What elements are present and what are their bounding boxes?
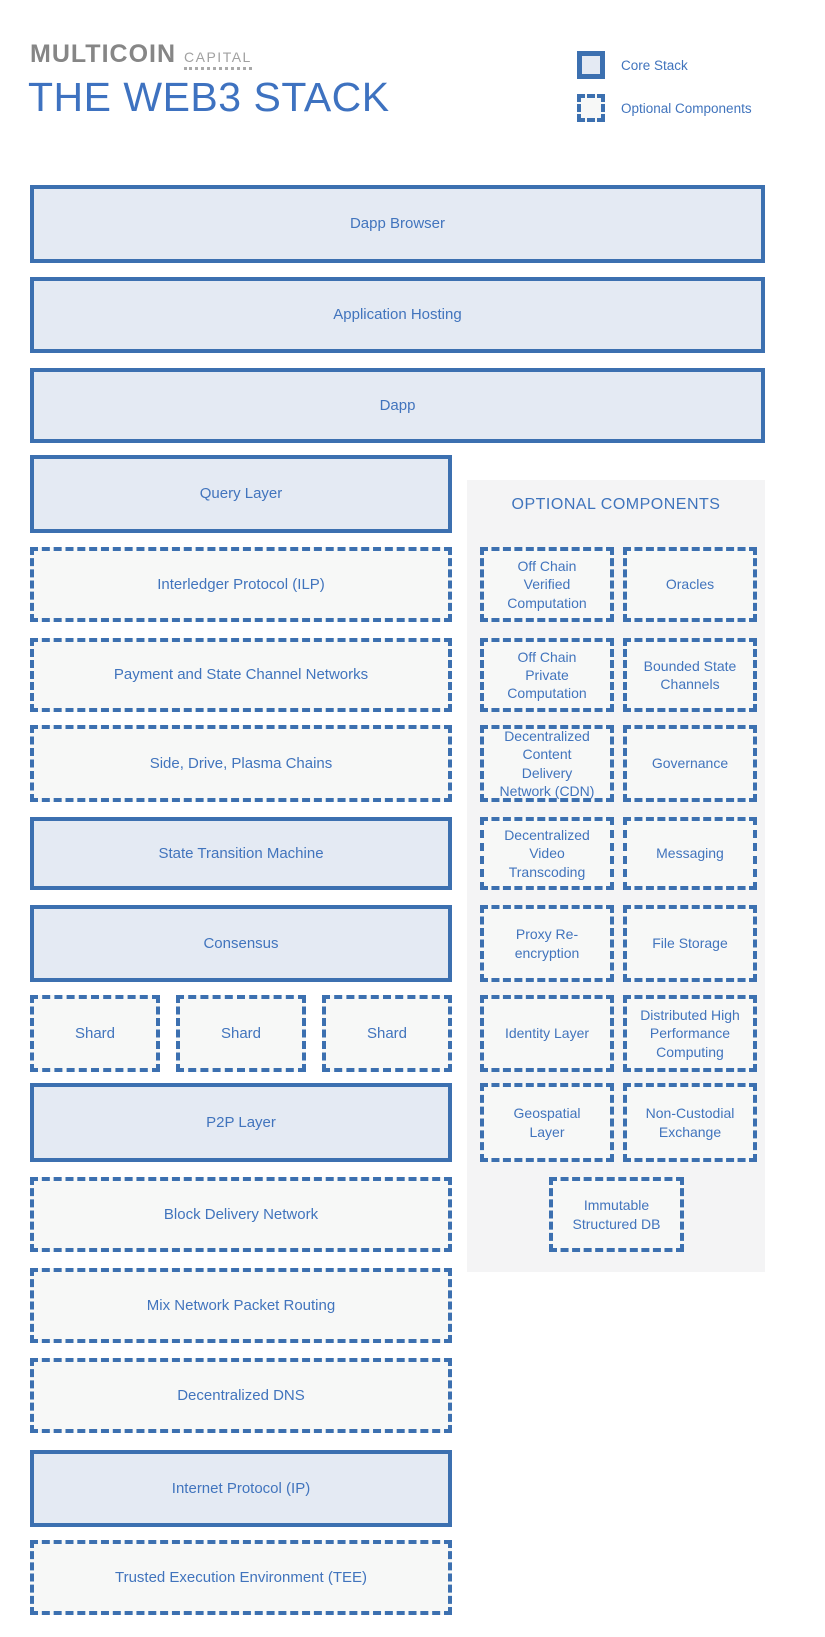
stack-box-interledger-protocol-ilp: Interledger Protocol (ILP) — [30, 547, 452, 622]
stack-box-query-layer: Query Layer — [30, 455, 452, 533]
stack-box-internet-protocol-ip: Internet Protocol (IP) — [30, 1450, 452, 1527]
stack-box-payment-and-state-channel-networks: Payment and State Channel Networks — [30, 638, 452, 712]
optional-box-distributed-high-performance-computing: Distributed High Performance Computing — [623, 995, 757, 1072]
optional-box-off-chain-private-computation: Off Chain Private Computation — [480, 638, 614, 712]
optional-box-oracles: Oracles — [623, 547, 757, 622]
optional-box-decentralized-cdn: Decentralized Content Delivery Network (… — [480, 725, 614, 802]
stack-box-application-hosting: Application Hosting — [30, 277, 765, 353]
stack-box-shard-3: Shard — [322, 995, 452, 1072]
stack-box-shard-1: Shard — [30, 995, 160, 1072]
logo-secondary-text: CAPITAL — [184, 49, 252, 70]
optional-components-title: OPTIONAL COMPONENTS — [511, 496, 721, 513]
stack-box-p2p-layer: P2P Layer — [30, 1083, 452, 1162]
optional-box-messaging: Messaging — [623, 817, 757, 890]
stack-box-dapp-browser: Dapp Browser — [30, 185, 765, 263]
optional-box-decentralized-video-transcoding: Decentralized Video Transcoding — [480, 817, 614, 890]
stack-box-mix-network-packet-routing: Mix Network Packet Routing — [30, 1268, 452, 1343]
stack-box-dapp: Dapp — [30, 368, 765, 443]
core-stack-icon — [577, 51, 605, 79]
stack-box-trusted-execution-environment-tee: Trusted Execution Environment (TEE) — [30, 1540, 452, 1615]
optional-box-non-custodial-exchange: Non-Custodial Exchange — [623, 1083, 757, 1162]
optional-box-file-storage: File Storage — [623, 905, 757, 982]
stack-box-block-delivery-network: Block Delivery Network — [30, 1177, 452, 1252]
optional-components-icon — [577, 94, 605, 122]
legend-optional-label: Optional Components — [621, 100, 752, 116]
legend-core-label: Core Stack — [621, 57, 688, 73]
multicoin-logo: MULTICOIN CAPITAL — [30, 40, 252, 70]
optional-box-immutable-structured-db: Immutable Structured DB — [549, 1177, 684, 1252]
stack-box-side-drive-plasma-chains: Side, Drive, Plasma Chains — [30, 725, 452, 802]
stack-box-consensus: Consensus — [30, 905, 452, 982]
legend-optional-components: Optional Components — [577, 94, 752, 122]
optional-box-proxy-re-encryption: Proxy Re-encryption — [480, 905, 614, 982]
stack-box-decentralized-dns: Decentralized DNS — [30, 1358, 452, 1433]
optional-box-bounded-state-channels: Bounded State Channels — [623, 638, 757, 712]
stack-box-shard-2: Shard — [176, 995, 306, 1072]
optional-box-geospatial-layer: Geospatial Layer — [480, 1083, 614, 1162]
logo-primary-text: MULTICOIN — [30, 40, 177, 68]
optional-box-identity-layer: Identity Layer — [480, 995, 614, 1072]
legend-core-stack: Core Stack — [577, 51, 752, 79]
optional-box-governance: Governance — [623, 725, 757, 802]
legend: Core Stack Optional Components — [577, 51, 752, 122]
stack-box-state-transition-machine: State Transition Machine — [30, 817, 452, 890]
page-title: THE WEB3 STACK — [28, 74, 390, 120]
optional-box-off-chain-verified-computation: Off Chain Verified Computation — [480, 547, 614, 622]
